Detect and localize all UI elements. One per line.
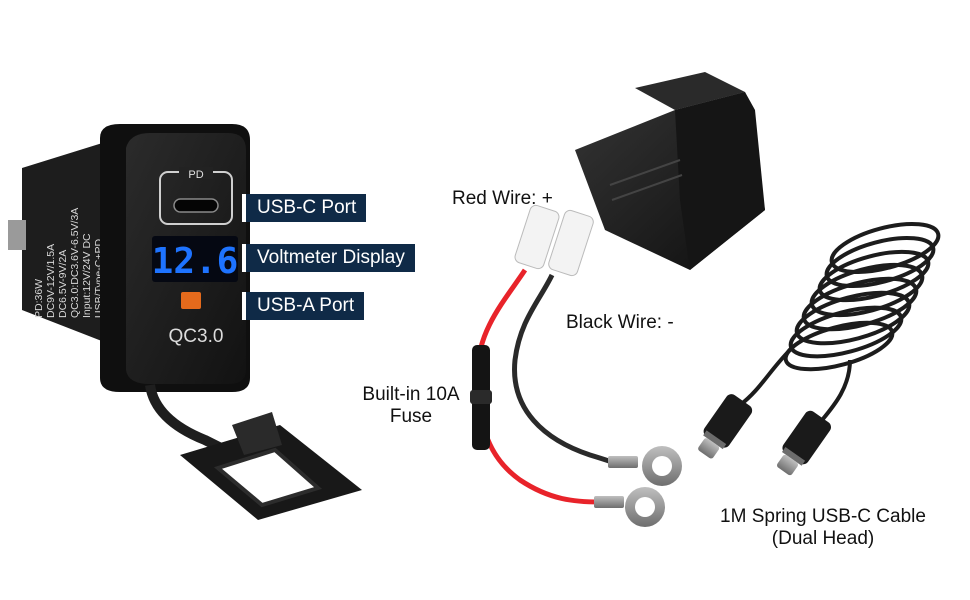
socket-back-rib — [609, 159, 681, 186]
cable-label-line: (Dual Head) — [771, 528, 875, 549]
dust-cover-opening — [213, 447, 323, 508]
spec-line: PD:36W — [33, 279, 45, 318]
cable-label-line: 1M Spring USB-C Cable — [720, 506, 926, 527]
rocker-usb-socket: USB/Type-C+PD Input:12V/24V DC QC3.0:DC3… — [8, 124, 362, 520]
red-ring-terminal — [594, 487, 665, 527]
qc-label: QC3.0 — [169, 326, 224, 347]
usb-c-plug-right — [777, 410, 831, 476]
usb-a-port — [181, 292, 201, 309]
pd-label-bg — [179, 167, 213, 179]
spec-line: QC3.0:DC3.6V-6.5V/3A — [69, 208, 81, 318]
cable-label: 1M Spring USB-C Cable (Dual Head) — [700, 506, 946, 550]
spec-line: DC6.5V-9V/2A — [57, 250, 69, 318]
usb-c-plug-left — [698, 394, 753, 459]
red-wire — [475, 268, 601, 505]
fuse-label-line: Fuse — [389, 406, 433, 427]
usb-c-port-callout: USB-C Port — [242, 194, 367, 222]
spec-line: DC9V-12V/1.5A — [45, 244, 57, 318]
usb-a-port-callout: USB-A Port — [242, 292, 365, 320]
socket-side-body — [22, 140, 112, 345]
usb-c-port-slot — [173, 198, 219, 213]
dust-cover-tab — [232, 412, 282, 455]
voltmeter-display-callout: Voltmeter Display — [242, 244, 415, 272]
coiled-usb-c-cable — [738, 222, 941, 427]
fuse-label-line: Built-in 10A — [362, 384, 460, 405]
socket-terminal-tab — [8, 220, 26, 250]
cable-coil — [788, 305, 904, 359]
socket-back-top — [635, 72, 745, 110]
red-wire-label: Red Wire: + — [452, 188, 553, 209]
red-wire-connector — [514, 204, 560, 270]
inline-fuse-band — [470, 390, 492, 404]
voltmeter-screen — [152, 236, 238, 282]
cable-coil — [809, 262, 925, 318]
spec-text-block: USB/Type-C+PD Input:12V/24V DC QC3.0:DC3… — [33, 208, 105, 318]
cable-coil — [801, 276, 919, 332]
voltmeter-reading: 12.6 — [152, 241, 239, 282]
socket-back-assembly — [470, 72, 765, 527]
dust-cover-strap — [145, 384, 228, 455]
cable-lead — [738, 348, 792, 407]
black-ring-terminal — [608, 446, 682, 486]
black-wire-label: Black Wire: - — [566, 312, 674, 333]
fuse-label: Built-in 10A Fuse — [352, 384, 470, 428]
cable-coil — [783, 320, 895, 372]
socket-back-side — [675, 92, 765, 270]
pd-label: PD — [188, 169, 203, 181]
black-wire — [512, 273, 613, 465]
spec-line: Input:12V/24V DC — [81, 233, 93, 318]
cable-coil — [794, 290, 912, 346]
socket-back-rib — [611, 174, 683, 201]
black-wire-connector — [548, 209, 594, 277]
